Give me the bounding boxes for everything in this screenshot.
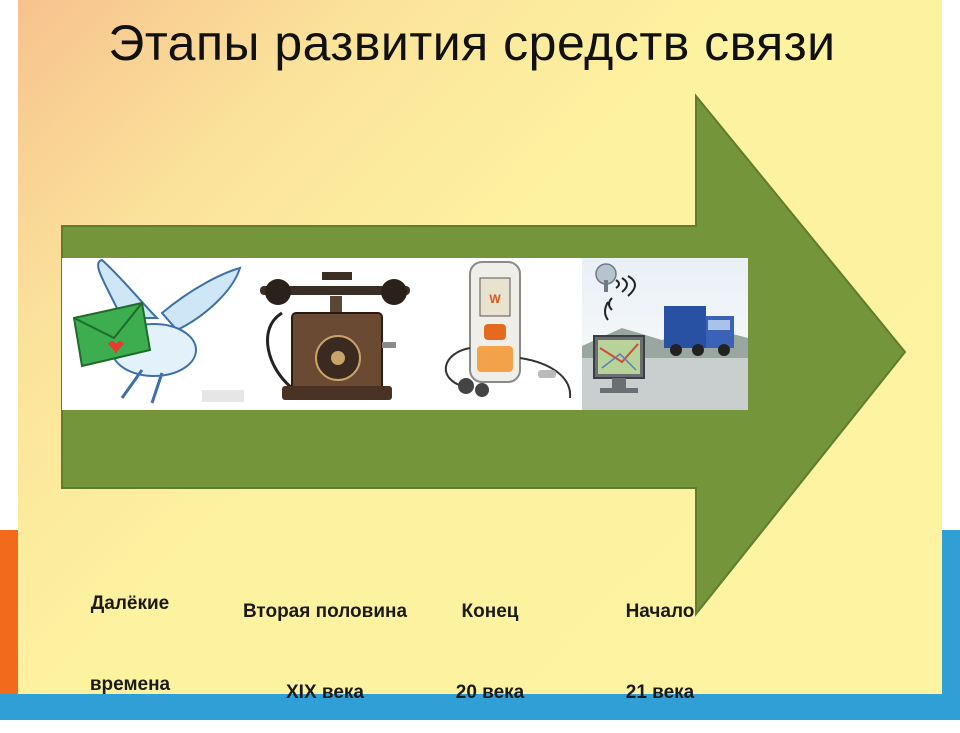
antique-telephone-icon — [252, 258, 422, 410]
page-title: Этапы развития средств связи — [108, 15, 836, 71]
blue-bottom-band — [0, 694, 960, 720]
stage-label-line: 20 века — [455, 682, 525, 703]
stage-label-end-20th-century: Конец 20 века — [440, 544, 540, 733]
stage-label-line: Начало — [625, 601, 695, 622]
stage-label-line: Далёкие — [90, 593, 170, 614]
stage-label-line: XIX века — [286, 682, 364, 703]
carrier-pigeon-icon — [62, 258, 252, 410]
stage-label-line: Вторая половина — [242, 601, 408, 622]
stage-label-line: 21 века — [625, 682, 695, 703]
stage-label-ancient-times: Далёкие времена — [78, 536, 182, 725]
photo-strip: W — [62, 258, 748, 410]
satellite-navigation-icon — [582, 258, 748, 410]
stage-label-line: Конец — [461, 601, 519, 622]
svg-text:W: W — [489, 292, 501, 306]
mobile-phone-icon: W — [422, 258, 582, 410]
stage-label-start-21st-century: Начало 21 века — [608, 544, 712, 733]
stage-label-line: времена — [89, 674, 171, 695]
stage-label-19th-century: Вторая половина XIX века — [222, 544, 428, 733]
